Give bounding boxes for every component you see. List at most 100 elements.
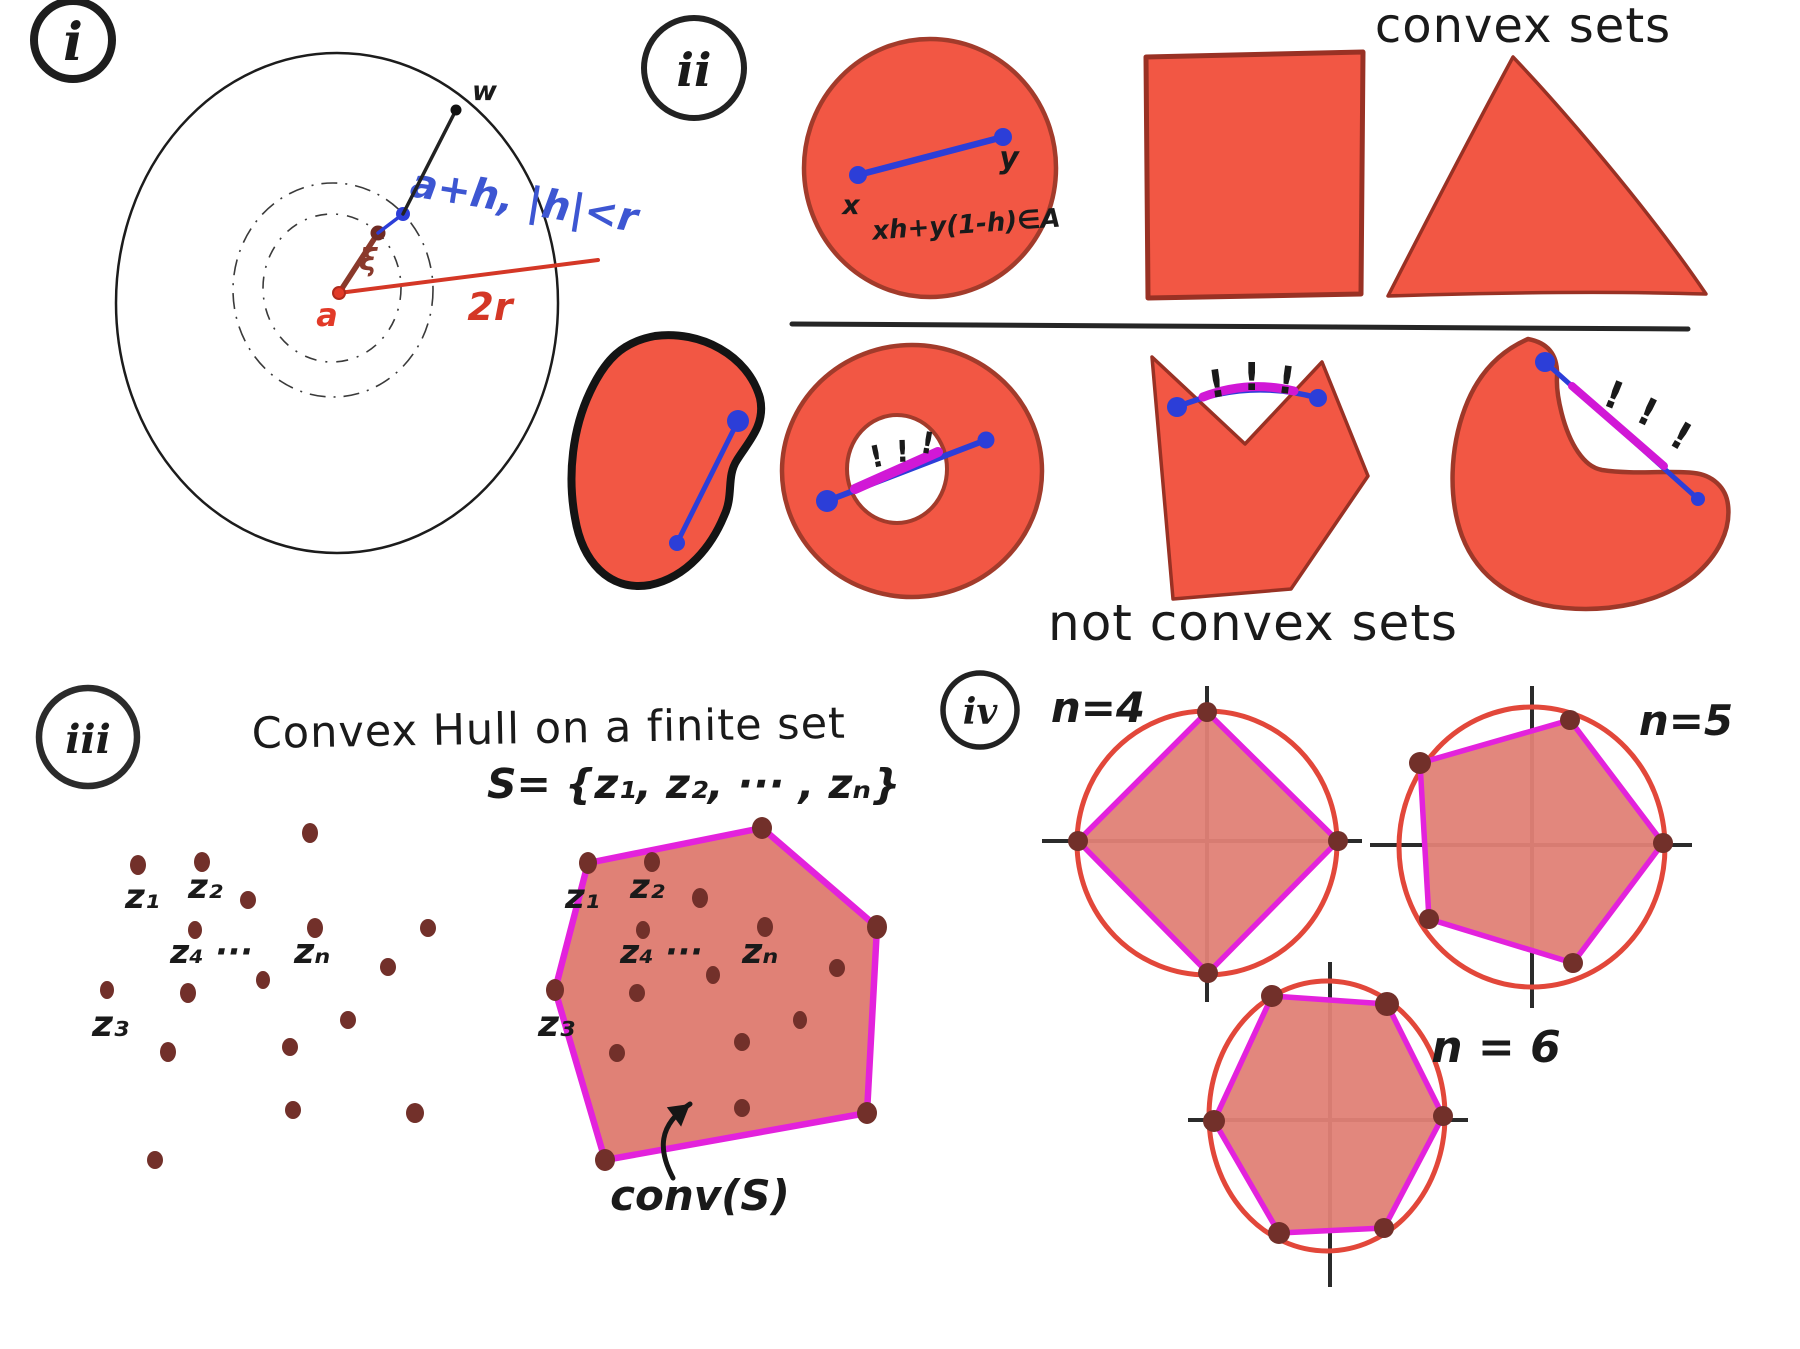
scatter-dot [256,971,270,989]
badge-iv-circle [940,670,1020,750]
badge-iii-circle [35,684,141,790]
n4-label: n=4 [1051,683,1145,732]
convex-hull-polygon [551,824,881,1164]
badge-iv-label: iv [963,691,999,733]
n6-vertex-dots [1203,985,1453,1244]
scatter-dot [130,855,146,875]
convex-hull-title: Convex Hull on a finite set [251,699,846,759]
outer-disk-circle [114,51,560,555]
badge-ii-circle [641,15,747,121]
radius-2r-label: 2r [467,285,514,329]
polygon-vertex [1563,953,1583,973]
point-x [849,166,867,184]
hull-vertex [579,852,597,874]
polygon-vertex [1560,710,1580,730]
scatter-dot [188,921,202,939]
scatter-dot [734,1033,750,1051]
crown-segment-outside-part [1198,382,1299,402]
ah-to-w-segment [401,108,458,216]
crown-point-right [1309,389,1327,407]
annulus-point-right [977,431,995,449]
n5-label: n=5 [1639,696,1733,745]
point-cloud [100,823,436,1169]
inner-dashed-circle-inner [262,213,402,363]
hull-interior-dots [609,852,845,1117]
point-y [994,128,1012,146]
scatter-dot [636,921,650,939]
w-point [450,104,462,116]
polygon-vertex [1419,909,1439,929]
hull-z3-label: z₃ [537,1004,575,1045]
scatter-dot [644,852,660,872]
radius-2r-line [337,258,600,295]
blob-segment-outside-part [1568,382,1668,470]
bean-segment [674,418,741,546]
annulus-outer-edge [779,342,1045,600]
center-a-point [332,286,346,300]
scatter-dot [194,852,210,872]
scatter-dot [147,1151,163,1169]
nonconvex-crown [1150,355,1370,601]
panel-i: i 2r ξ a+h, |h|<r w a [30,0,643,555]
nonconvex-annulus [782,345,1042,597]
cloud-z3-label: z₃ [91,1004,129,1045]
convex-square [1143,49,1366,301]
hull-vertex-dots [546,817,887,1171]
polygon-vertex [1268,1222,1290,1244]
conv-s-label: conv(S) [610,1171,790,1220]
scatter-dot [609,1044,625,1062]
xi-label: ξ [359,243,378,278]
inscribed-square-figure: n=4 [1042,683,1362,1002]
scatter-dot [692,888,708,908]
inscribed-hexagon-figure: n = 6 [1188,962,1561,1287]
panel-ii: ii convex sets x y xh+y(1-h)∈A ! ! ! [567,0,1731,652]
cloud-z1-label: z₁ [124,877,160,917]
not-convex-sets-title: not convex sets [1048,594,1458,652]
scatter-dot [380,958,396,976]
cloud-z2-label: z₂ [187,867,223,907]
exclamation-mark: ! [866,439,887,476]
exclamation-mark: ! [918,425,938,462]
scatter-dot [829,959,845,977]
scatter-dot [706,966,720,984]
blob-point-bottom [1691,492,1705,506]
scatter-dot [285,1101,301,1119]
polygon-vertex [1409,752,1431,774]
polygon-vertex [1068,831,1088,851]
polygon-vertex [1198,963,1218,983]
badge-iii-label: iii [65,716,111,763]
n4-vertex-dots [1068,702,1348,983]
conv-arrow-head [666,1104,690,1127]
y-label: y [999,141,1020,176]
inscribed-pentagon-figure: n=5 [1370,686,1733,1008]
annulus-point-left [816,490,838,512]
bean-point-top [727,410,749,432]
polygon-vertex [1375,992,1399,1016]
panel-iii: iii Convex Hull on a finite set S= {z₁, … [35,684,900,1220]
crown-point-left [1167,397,1187,417]
badge-i-circle [30,0,116,83]
polygon-vertex [1653,833,1673,853]
bean-point-bottom [669,535,685,551]
blob-point-top [1535,352,1555,372]
hull-vertex [546,979,564,1001]
n5-inscribed-polygon [1417,717,1666,966]
hull-z4-label: z₄ ··· [619,932,703,971]
hull-zn-label: zₙ [741,932,778,972]
hull-z1-label: z₁ [564,877,600,917]
polygon-vertex [1374,1218,1394,1238]
convex-sets-title: convex sets [1375,0,1671,54]
a-to-xi-segment [336,230,381,296]
scatter-dot [302,823,318,843]
exclamation-mark: ! [895,435,910,470]
scatter-dot [100,981,114,999]
scatter-dot [420,919,436,937]
scatter-dot [793,1011,807,1029]
polygon-vertex [1261,985,1283,1007]
cloud-zn-label: zₙ [293,932,330,972]
n6-label: n = 6 [1431,1022,1560,1073]
nonconvex-blob [1450,336,1731,612]
scatter-dot [180,983,196,1003]
